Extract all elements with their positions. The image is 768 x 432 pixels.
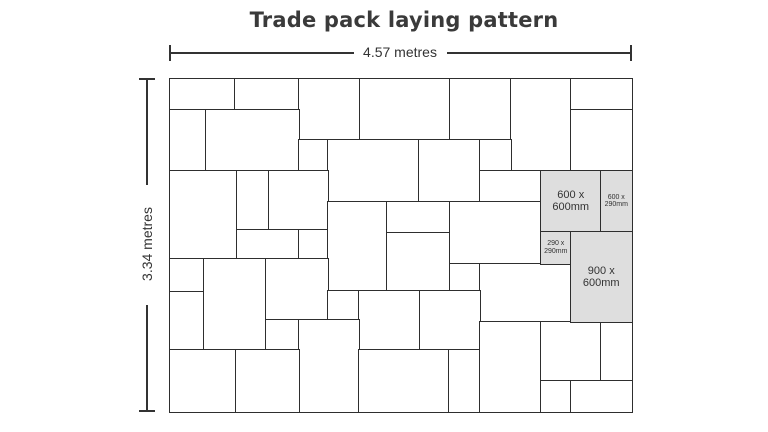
paving-slab [448, 349, 481, 413]
slab-size-label: 290 x 290mm [544, 240, 568, 255]
paving-slab [298, 319, 360, 413]
paving-slab [358, 349, 450, 413]
paving-slab [234, 78, 300, 111]
paving-slab [169, 170, 238, 260]
paving-slab [540, 321, 602, 382]
paving-slab [386, 232, 451, 292]
paving-slab [327, 290, 360, 321]
paving-slab [169, 109, 207, 172]
paving-slab [265, 319, 300, 351]
paving-slab [205, 109, 300, 172]
paving-slab [327, 201, 388, 292]
paving-slab [479, 321, 542, 413]
paving-slab [169, 349, 237, 413]
slab-size-label: 600 x 600mm [552, 189, 590, 214]
paving-slab [449, 78, 512, 141]
width-dimension-label: 4.57 metres [363, 44, 437, 60]
width-dimension-line-left [169, 52, 354, 54]
paving-slab [203, 258, 267, 351]
width-dimension: 4.57 metres [169, 43, 632, 63]
paving-slab [169, 258, 205, 293]
paving-slab [449, 201, 542, 265]
paving-slab [298, 139, 329, 172]
height-dimension-label: 3.34 metres [139, 207, 155, 281]
paving-slab [235, 349, 300, 413]
slab-size-label: 600 x 290mm [604, 193, 628, 209]
paving-slab [236, 229, 300, 260]
paving-slab [510, 78, 572, 172]
paving-slab [540, 380, 572, 413]
highlighted-slab: 900 x 600mm [570, 231, 633, 323]
paving-slab [419, 290, 481, 351]
diagram-title: Trade pack laying pattern [249, 8, 559, 32]
height-dimension: 3.34 metres [137, 78, 157, 412]
paving-slab [358, 290, 421, 351]
paving-slab [386, 201, 451, 234]
paving-slab [570, 78, 633, 111]
height-dimension-line-top [146, 78, 148, 185]
paving-slab [327, 139, 420, 203]
paving-slab [169, 78, 236, 111]
paving-slab [265, 258, 329, 321]
paving-slab [169, 291, 205, 351]
paving-slab [298, 229, 329, 260]
width-dimension-line-right [447, 52, 631, 54]
width-dimension-right-cap [630, 45, 632, 61]
highlighted-slab: 600 x 290mm [600, 170, 633, 233]
paving-slab [479, 170, 542, 203]
paving-slab [418, 139, 481, 203]
paving-slab [570, 380, 633, 413]
paving-slab [359, 78, 451, 141]
height-dimension-bottom-cap [139, 410, 155, 412]
slab-size-label: 900 x 600mm [582, 264, 620, 289]
paving-slab [479, 139, 512, 172]
paving-slab [479, 263, 572, 323]
paving-slab [570, 109, 633, 172]
paving-slab [298, 78, 361, 141]
height-dimension-line-bottom [146, 305, 148, 411]
paving-slab [449, 263, 481, 292]
paving-slab [236, 170, 270, 231]
paving-slab [600, 321, 633, 382]
paving-slab [268, 170, 329, 231]
highlighted-slab: 600 x 600mm [540, 170, 602, 233]
highlighted-slab: 290 x 290mm [540, 231, 572, 265]
paving-pattern: 600 x 600mm 600 x 290mm 290 x 290mm 900 x 6… [169, 78, 633, 413]
